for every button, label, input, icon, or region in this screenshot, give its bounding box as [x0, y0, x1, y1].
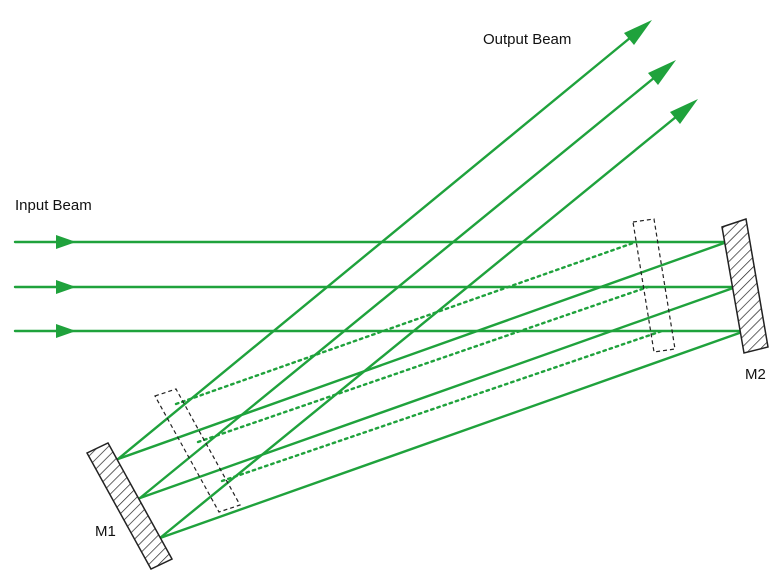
- output-arrow-2: [648, 60, 676, 85]
- ghost-plate-right: [632, 218, 676, 353]
- m2-label: M2: [745, 366, 766, 383]
- dotted-beams: [174, 240, 664, 483]
- mirror-m2: [721, 218, 769, 354]
- output-arrow-1: [624, 20, 652, 45]
- input-arrow-middle: [56, 280, 76, 294]
- input-arrow-bottom: [56, 324, 76, 338]
- input-arrow-top: [56, 235, 76, 249]
- output-beam-1: [116, 31, 638, 461]
- output-arrow-3: [670, 99, 698, 124]
- m1-label: M1: [95, 523, 116, 540]
- input-beam-label: Input Beam: [15, 197, 92, 214]
- dotted-beam-1: [174, 240, 638, 406]
- ghost-plate-left: [154, 388, 241, 513]
- return-beam-2: [138, 285, 738, 500]
- ghost-plates: [154, 218, 676, 513]
- dotted-beam-2: [196, 285, 650, 444]
- return-beams: [116, 240, 747, 540]
- return-beam-3: [158, 329, 747, 540]
- output-beam-2: [138, 71, 662, 500]
- output-beam-label: Output Beam: [483, 31, 571, 48]
- output-beams: [116, 20, 698, 540]
- output-beam-3: [158, 110, 684, 540]
- mirror-m1: [85, 442, 174, 570]
- dotted-beam-3: [220, 329, 664, 483]
- return-beam-1: [116, 240, 729, 461]
